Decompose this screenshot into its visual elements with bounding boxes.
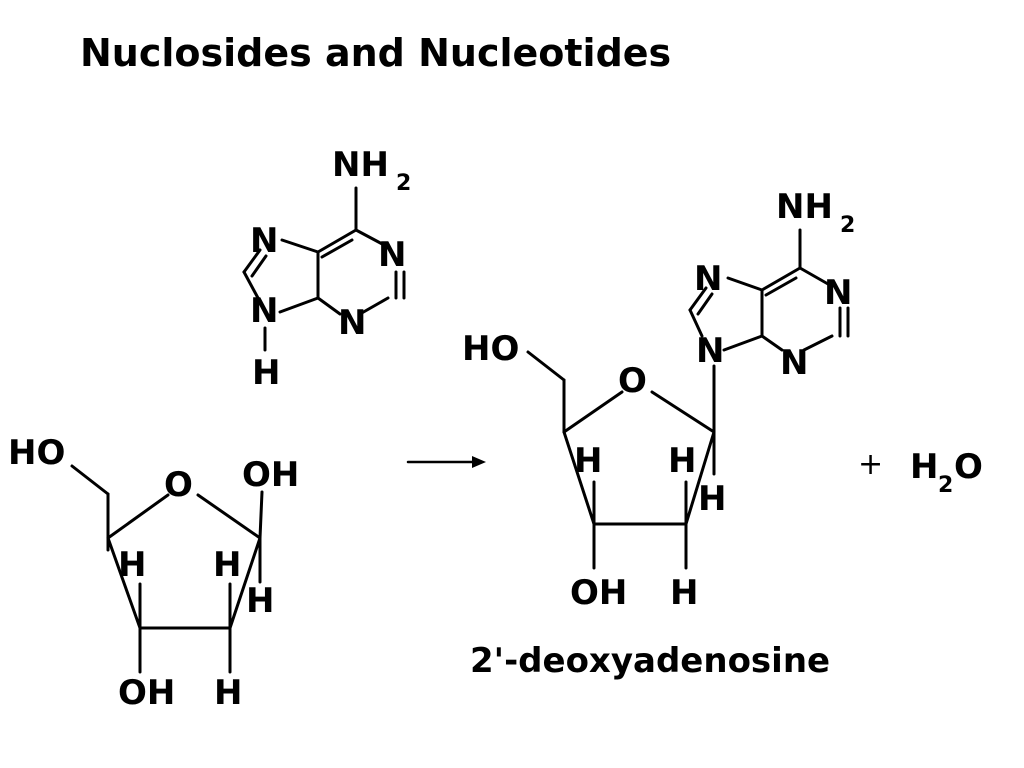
product-amino-n: NH <box>776 187 833 227</box>
sugar-c2-h: H <box>214 673 242 713</box>
sugar-c4-h: H <box>118 545 146 585</box>
product-n9: N <box>696 331 724 371</box>
deoxyadenosine-structure: NH 2 N N N N O HO H H H OH H 2'-deoxyade… <box>462 187 855 681</box>
adenine-structure: NH 2 N N N N H <box>242 145 411 393</box>
water-subscript: 2 <box>938 473 953 498</box>
product-c1-h: H <box>698 479 726 519</box>
product-c2-h: H <box>670 573 698 613</box>
sugar-c1-hydroxyl: OH <box>242 455 299 495</box>
adenine-n1: N <box>378 235 406 275</box>
product-ring-oxygen: O <box>618 361 647 401</box>
product-n7: N <box>694 259 722 299</box>
sugar-ring-oxygen: O <box>164 465 193 505</box>
sugar-c5-hydroxyl: HO <box>8 433 65 473</box>
sugar-c1-h: H <box>246 581 274 621</box>
sugar-c3-hydroxyl: OH <box>118 673 175 713</box>
product-n3: N <box>780 343 808 383</box>
product-c3-hydroxyl: OH <box>570 573 627 613</box>
adenine-amino-n: NH <box>332 145 389 185</box>
adenine-n7: N <box>250 221 278 261</box>
adenine-n3: N <box>338 303 366 343</box>
product-c5-hydroxyl: HO <box>462 329 519 369</box>
reaction-arrow <box>406 456 486 468</box>
water-byproduct: + H 2 O <box>858 447 983 498</box>
adenine-n9-h: H <box>252 353 280 393</box>
product-c3-h: H <box>668 441 696 481</box>
product-c4-h: H <box>574 441 602 481</box>
deoxyribose-structure: O HO OH H H H OH H <box>8 433 299 713</box>
adenine-n9: N <box>250 291 278 331</box>
product-name: 2'-deoxyadenosine <box>470 641 830 681</box>
plus-sign: + <box>858 447 883 482</box>
slide-title: Nuclosides and Nucleotides <box>80 31 671 75</box>
product-amino-subscript: 2 <box>840 213 855 238</box>
water-h: H <box>910 447 938 487</box>
product-n1: N <box>824 273 852 313</box>
water-o: O <box>954 447 983 487</box>
sugar-c3-h: H <box>213 545 241 585</box>
adenine-amino-subscript: 2 <box>396 171 411 196</box>
